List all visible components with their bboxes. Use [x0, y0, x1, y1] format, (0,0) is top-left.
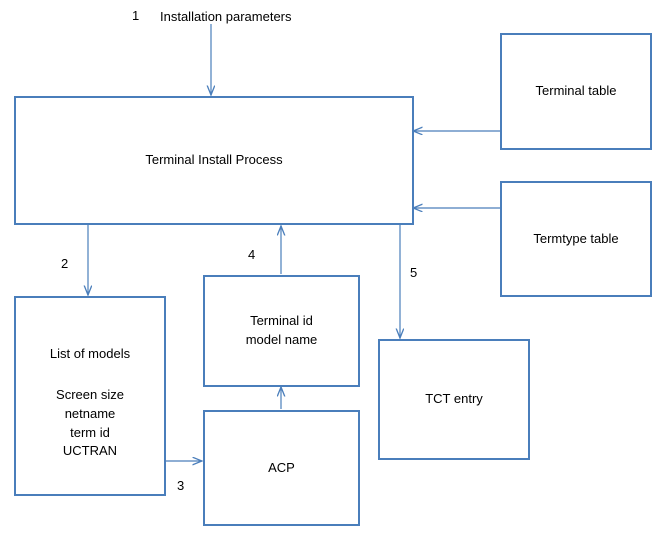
box-terminal-table-label: Terminal table [535, 83, 617, 99]
list-of-models-details: Screen size netname term id UCTRAN [56, 386, 124, 459]
step-number-2: 2 [61, 256, 69, 271]
step-number-4: 4 [248, 247, 256, 262]
box-acp-label: ACP [268, 459, 295, 475]
box-terminal-id-model-name-label: Terminal id model name [245, 313, 318, 347]
box-terminal-id-model-name: Terminal id model name [203, 275, 360, 387]
box-termtype-table-label: Termtype table [533, 230, 619, 246]
box-list-of-models: List of models Screen size netname term … [14, 296, 166, 496]
box-tct-entry: TCT entry [378, 339, 530, 460]
box-list-of-models-label: List of models [49, 346, 131, 361]
box-termtype-table: Termtype table [500, 181, 652, 297]
box-tct-entry-label: TCT entry [425, 391, 483, 407]
installation-parameters-label: Installation parameters [160, 9, 292, 24]
box-terminal-table: Terminal table [500, 33, 652, 150]
box-terminal-install-process: Terminal Install Process [14, 96, 414, 225]
box-acp: ACP [203, 410, 360, 526]
step-number-3: 3 [177, 478, 185, 493]
step-number-5: 5 [410, 265, 418, 280]
box-terminal-install-process-label: Terminal Install Process [145, 152, 283, 168]
step-number-1: 1 [132, 8, 140, 23]
